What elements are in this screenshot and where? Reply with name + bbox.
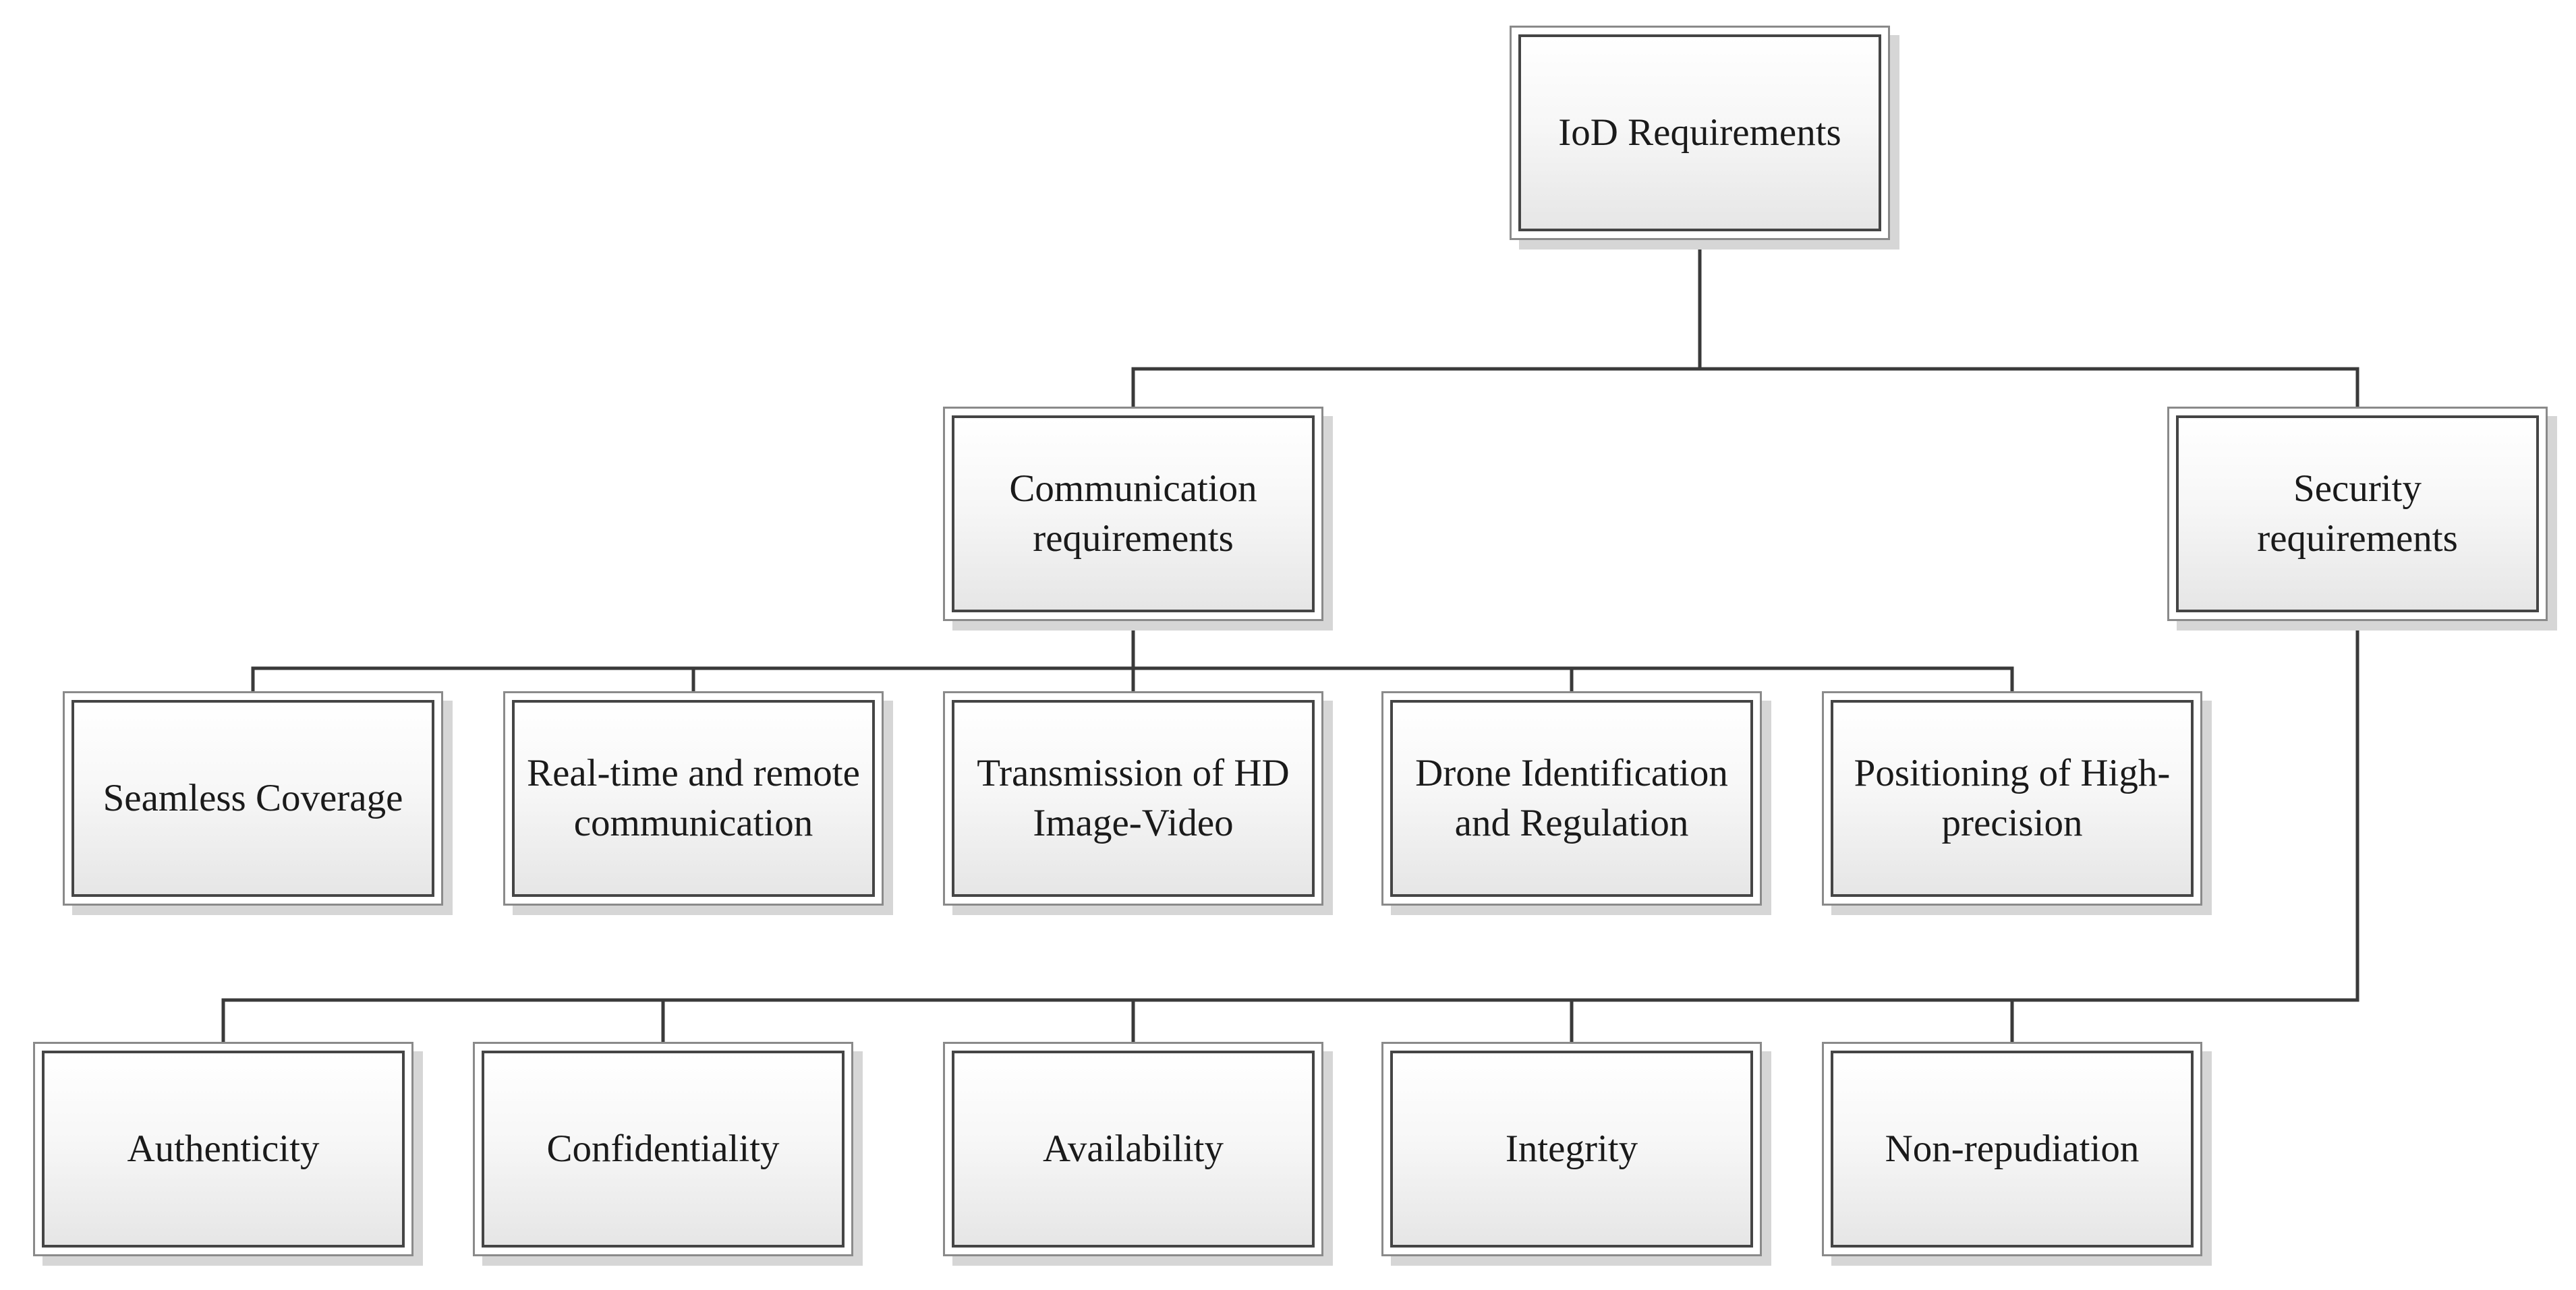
label-line: requirements — [2257, 517, 2458, 560]
label-line: Non-repudiation — [1885, 1127, 2140, 1170]
label-line: Availability — [1042, 1127, 1224, 1170]
node-real-time-remote-communication: Real-time and remote communication — [503, 691, 884, 906]
node-label: Transmission of HD Image-Video — [971, 749, 1294, 848]
node-seamless-coverage: Seamless Coverage — [63, 691, 443, 906]
node-positioning-high-precision: Positioning of High- precision — [1822, 691, 2202, 906]
node-label: Confidentiality — [541, 1124, 784, 1174]
node-iod-requirements: IoD Requirements — [1510, 26, 1890, 240]
node-security-requirements: Security requirements — [2167, 407, 2548, 621]
label-line: requirements — [1033, 517, 1234, 560]
node-authenticity: Authenticity — [33, 1042, 413, 1256]
node-transmission-hd-image-video: Transmission of HD Image-Video — [943, 691, 1323, 906]
node-label: Security requirements — [2252, 464, 2463, 564]
node-label: Drone Identification and Regulation — [1410, 749, 1734, 848]
label-line: Integrity — [1505, 1127, 1638, 1170]
label-line: Real-time and remote — [527, 752, 860, 794]
node-integrity: Integrity — [1381, 1042, 1762, 1256]
node-label: Communication requirements — [1004, 464, 1262, 564]
node-communication-requirements: Communication requirements — [943, 407, 1323, 621]
node-availability: Availability — [943, 1042, 1323, 1256]
node-label: Positioning of High- precision — [1849, 749, 2176, 848]
label-line: Communication — [1009, 467, 1257, 510]
node-label: Non-repudiation — [1880, 1124, 2145, 1174]
label-line: Transmission of HD — [977, 752, 1290, 794]
node-label: Availability — [1037, 1124, 1229, 1174]
label-line: and Regulation — [1454, 802, 1689, 844]
node-label: Real-time and remote communication — [521, 749, 865, 848]
node-non-repudiation: Non-repudiation — [1822, 1042, 2202, 1256]
label-line: communication — [573, 802, 813, 844]
label-line: Security — [2293, 467, 2422, 510]
node-confidentiality: Confidentiality — [473, 1042, 853, 1256]
label-line: Drone Identification — [1415, 752, 1728, 794]
node-label: IoD Requirements — [1558, 111, 1841, 154]
label-line: Authenticity — [127, 1127, 320, 1170]
label-line: precision — [1941, 802, 2083, 844]
node-drone-identification-regulation: Drone Identification and Regulation — [1381, 691, 1762, 906]
node-label: Integrity — [1500, 1124, 1643, 1174]
node-label: Authenticity — [122, 1124, 325, 1174]
label-line: Positioning of High- — [1854, 752, 2171, 794]
label-line: Seamless Coverage — [103, 777, 403, 819]
label-line: Confidentiality — [546, 1127, 780, 1170]
node-label: Seamless Coverage — [98, 773, 409, 823]
label-line: Image-Video — [1033, 802, 1234, 844]
